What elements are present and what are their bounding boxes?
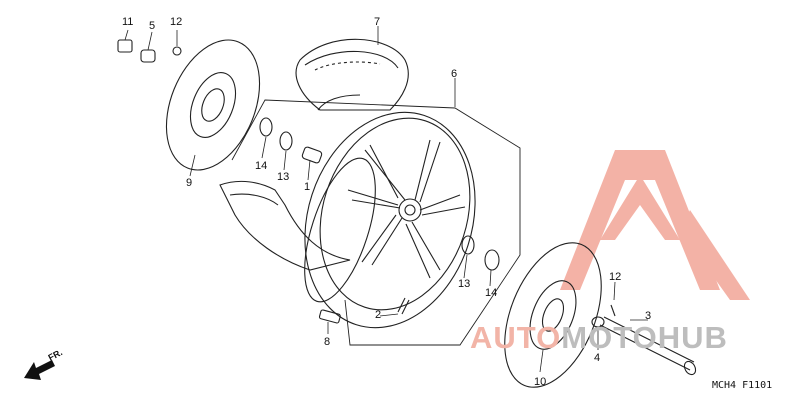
seal-13a [279,131,293,151]
wheel-rim [304,111,476,329]
axle [599,316,697,376]
callout-11: 11 [122,16,134,28]
diagram-code: MCH4 F1101 [712,380,773,391]
spacer-1 [301,146,323,164]
weight-8 [318,309,341,324]
callout-5: 5 [149,20,156,32]
callout-8: 8 [324,336,331,348]
watermark-part-1: AUTO [470,320,562,355]
callout-14b: 14 [485,287,498,299]
callout-9: 9 [186,177,193,189]
watermark-part-3: HUB [657,320,728,355]
callout-10: 10 [534,376,547,388]
callout-6: 6 [451,68,458,80]
seal-13b [461,235,475,255]
bearing-14b [484,249,500,271]
callout-2: 2 [375,309,382,321]
callout-7: 7 [374,16,381,28]
callout-3: 3 [645,310,652,322]
watermark-part-2: MOTO [561,320,658,355]
small-parts [117,39,616,328]
assembly-outline [231,99,521,346]
valve-2 [397,297,410,315]
brake-disc-right [504,242,602,388]
leader-lines [124,26,648,373]
callout-13: 13 [277,171,290,183]
collar-5 [140,49,156,63]
callout-12: 12 [170,16,183,28]
screw-12 [172,46,182,56]
brake-disc-left [165,39,261,171]
callout-14: 14 [255,160,268,172]
bearing-14a [259,117,273,137]
callout-13b: 13 [458,278,471,290]
tire-section [219,180,351,271]
collar-4 [591,316,605,328]
callout-1: 1 [304,181,311,193]
screw-12b [610,304,616,317]
callout-12b: 12 [609,271,622,283]
tire [295,38,409,111]
automotohub-logo-icon [560,150,750,300]
callout-4: 4 [594,352,601,364]
front-direction-arrow-icon [24,360,55,380]
watermark: AUTOMOTOHUB [470,320,728,356]
bolt-11 [117,39,133,53]
